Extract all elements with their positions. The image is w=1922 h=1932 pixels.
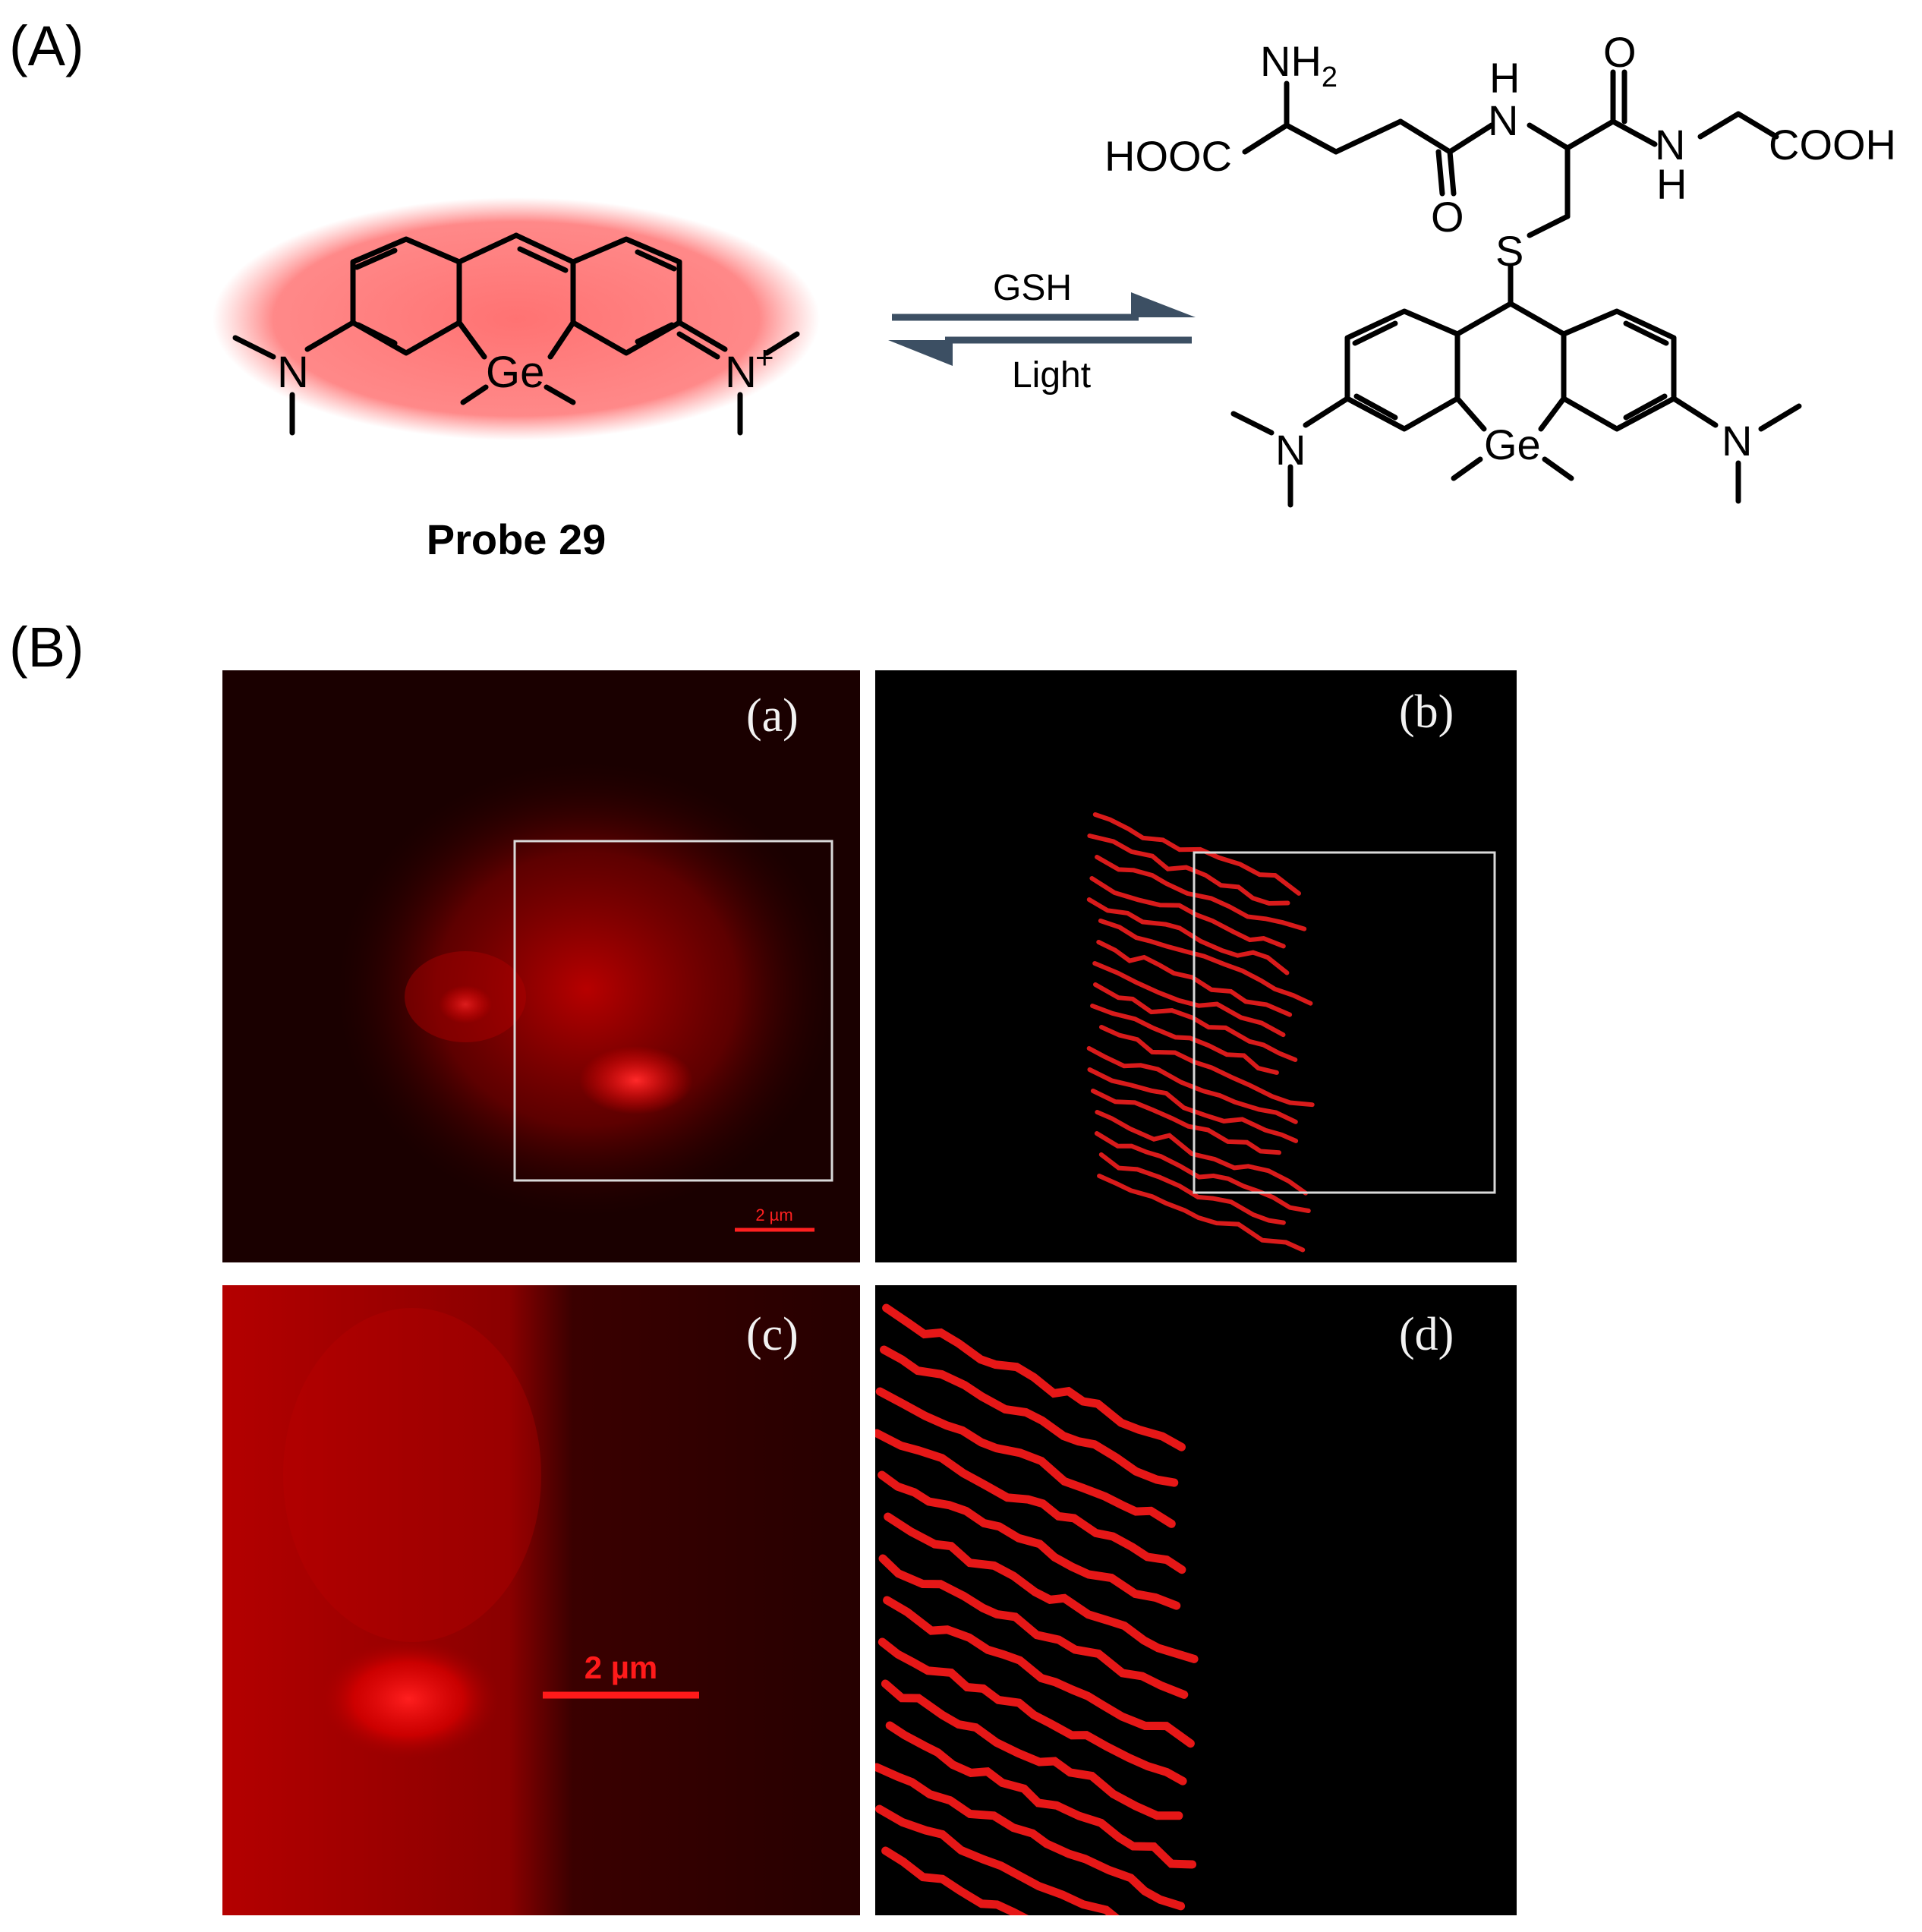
equilibrium-arrows [888, 292, 1196, 366]
image-d-super-resolution-zoom: (d) [875, 1285, 1517, 1915]
striation [885, 1721, 1197, 1869]
adduct-n-left: N [1275, 426, 1306, 474]
striation [1092, 961, 1286, 1038]
probe-name: Probe 29 [427, 515, 607, 563]
adduct-ge: Ge [1484, 421, 1541, 468]
striation [878, 1554, 1189, 1699]
reverse-reagent-label: Light [1012, 355, 1091, 396]
adduct-n-upper: N [1488, 96, 1518, 144]
image-a-widefield: 2 µm (a) [222, 670, 860, 1262]
striation [1093, 982, 1298, 1062]
striation [1098, 1152, 1286, 1225]
adduct-n-lower: N [1655, 121, 1685, 169]
adduct-h-lower: H [1656, 160, 1687, 208]
striation [875, 1387, 1176, 1528]
striation [875, 1429, 1186, 1574]
probe-n-right: N [725, 348, 757, 397]
striation [1099, 1025, 1315, 1108]
probe-plus-charge: + [755, 339, 774, 375]
adduct-hooc: HOOC [1104, 132, 1232, 180]
sub-label-c: (c) [746, 1309, 799, 1360]
striation [1094, 1131, 1311, 1213]
striation [880, 1345, 1179, 1487]
adduct-o-right: O [1603, 28, 1637, 76]
adduct-h-upper: H [1489, 54, 1520, 102]
striation [881, 1846, 1029, 1915]
striation [1096, 940, 1293, 1017]
probe-ge-atom: Ge [486, 348, 544, 397]
striation [1086, 897, 1290, 975]
sub-label-d: (d) [1399, 1309, 1454, 1360]
panel-label-a: (A) [9, 14, 84, 77]
striation [878, 1637, 1187, 1785]
sub-label-a: (a) [746, 690, 799, 742]
striation [875, 1804, 1120, 1915]
adduct-cooh: COOH [1769, 121, 1896, 169]
scale-bar-c-label: 2 µm [584, 1650, 658, 1685]
striation [1098, 919, 1313, 1006]
adduct-o-left: O [1431, 193, 1464, 241]
probe-n-left: N [277, 348, 309, 397]
inset-box-b [1193, 851, 1496, 1194]
striation [884, 1512, 1199, 1663]
striation [875, 1763, 1186, 1911]
panel-label-b: (B) [9, 616, 84, 679]
adduct-nh2: NH2 [1260, 37, 1338, 93]
striation [881, 1679, 1183, 1820]
striation [1089, 876, 1286, 949]
striation [1097, 1174, 1306, 1253]
image-b-super-resolution: (b) [875, 670, 1517, 1262]
striation [878, 1470, 1181, 1610]
striation [882, 1303, 1186, 1451]
image-c-widefield-zoom: 2 µm (c) [222, 1285, 860, 1915]
striation [1090, 1089, 1281, 1155]
striation [1095, 1110, 1308, 1196]
sub-label-b: (b) [1399, 686, 1454, 738]
inset-box-a [513, 840, 833, 1182]
adduct-n-right: N [1722, 417, 1752, 465]
gsh-adduct-structure [1230, 69, 1802, 508]
reaction-scheme: Ge N N + Probe 29 GSH Light [213, 28, 1896, 563]
striation [883, 1596, 1195, 1748]
striation [1086, 1046, 1298, 1124]
scale-bar-a-label: 2 µm [755, 1206, 792, 1224]
striation [1092, 812, 1301, 896]
striation [1095, 855, 1307, 931]
striation [1090, 1004, 1279, 1075]
striation [1087, 834, 1290, 906]
probe-29-structure [232, 232, 800, 436]
forward-reagent-label: GSH [993, 268, 1072, 308]
adduct-s: S [1495, 227, 1523, 275]
